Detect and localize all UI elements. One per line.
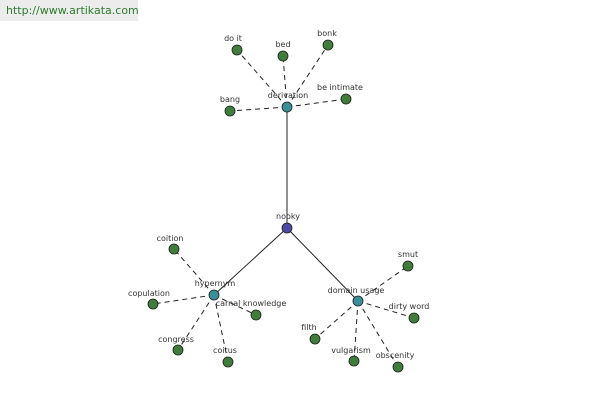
node-dirty-word[interactable] [408,312,420,324]
node-label-copulation: copulation [128,289,170,298]
edge-hypernym-copulation [152,294,215,305]
edge-nooky-domain-usage [286,227,359,302]
node-label-bang: bang [220,95,240,104]
node-be-intimate[interactable] [340,93,352,105]
node-filth[interactable] [309,333,321,345]
node-nooky[interactable] [281,222,293,234]
edge-derivation-be-intimate [286,98,347,108]
edge-domain-usage-filth [314,300,359,340]
label-layer: nooky derivation do it bed bonk bang be intima… [128,29,429,360]
node-layer [147,39,420,373]
edge-domain-usage-vulgarism [353,300,359,362]
node-label-bonk: bonk [317,29,337,38]
edge-derivation-do-it [236,49,288,108]
node-obscenity[interactable] [392,361,404,373]
node-label-congress: congress [158,335,194,344]
node-do-it[interactable] [231,44,243,56]
node-label-be-intimate: be intimate [317,83,363,92]
node-domain-usage[interactable] [352,295,364,307]
node-copulation[interactable] [147,298,159,310]
node-label-vulgarism: vulgarism [331,346,371,355]
node-vulgarism[interactable] [348,355,360,367]
edge-hypernym-congress [177,294,215,351]
edge-nooky-hypernym [213,227,288,296]
node-label-carnal-knowledge: carnal knowledge [216,299,287,308]
node-coitus[interactable] [222,356,234,368]
node-bed[interactable] [277,50,289,62]
node-congress[interactable] [172,344,184,356]
node-coition[interactable] [168,243,180,255]
node-smut[interactable] [402,260,414,272]
node-bonk[interactable] [322,39,334,51]
node-label-coitus: coitus [213,346,237,355]
edge-domain-usage-dirty-word [357,300,415,319]
node-label-smut: smut [398,250,418,259]
node-label-hypernym: hypernym [195,279,236,288]
node-bang[interactable] [224,105,236,117]
node-label-dirty-word: dirty word [389,302,430,311]
edge-derivation-bang [229,106,288,112]
edge-derivation-bonk [286,44,329,108]
edge-domain-usage-smut [357,265,409,302]
node-derivation[interactable] [281,101,293,113]
node-hypernym[interactable] [208,289,220,301]
node-carnal-knowledge[interactable] [250,309,262,321]
node-label-derivation: derivation [268,91,308,100]
edge-hypernym-coition [173,248,215,296]
node-label-bed: bed [275,40,290,49]
edge-layer [152,44,415,368]
edge-hypernym-carnal-knowledge [213,294,257,316]
node-label-coition: coition [157,234,184,243]
node-label-domain-usage: domain usage [328,286,385,295]
node-label-do-it: do it [224,34,242,43]
site-url-label: http://www.artikata.com [0,0,139,21]
node-label-obscenity: obscenity [376,351,415,360]
node-label-filth: filth [301,323,316,332]
edge-domain-usage-obscenity [357,300,399,368]
edge-hypernym-coitus [213,294,229,363]
node-label-nooky: nooky [276,212,300,221]
